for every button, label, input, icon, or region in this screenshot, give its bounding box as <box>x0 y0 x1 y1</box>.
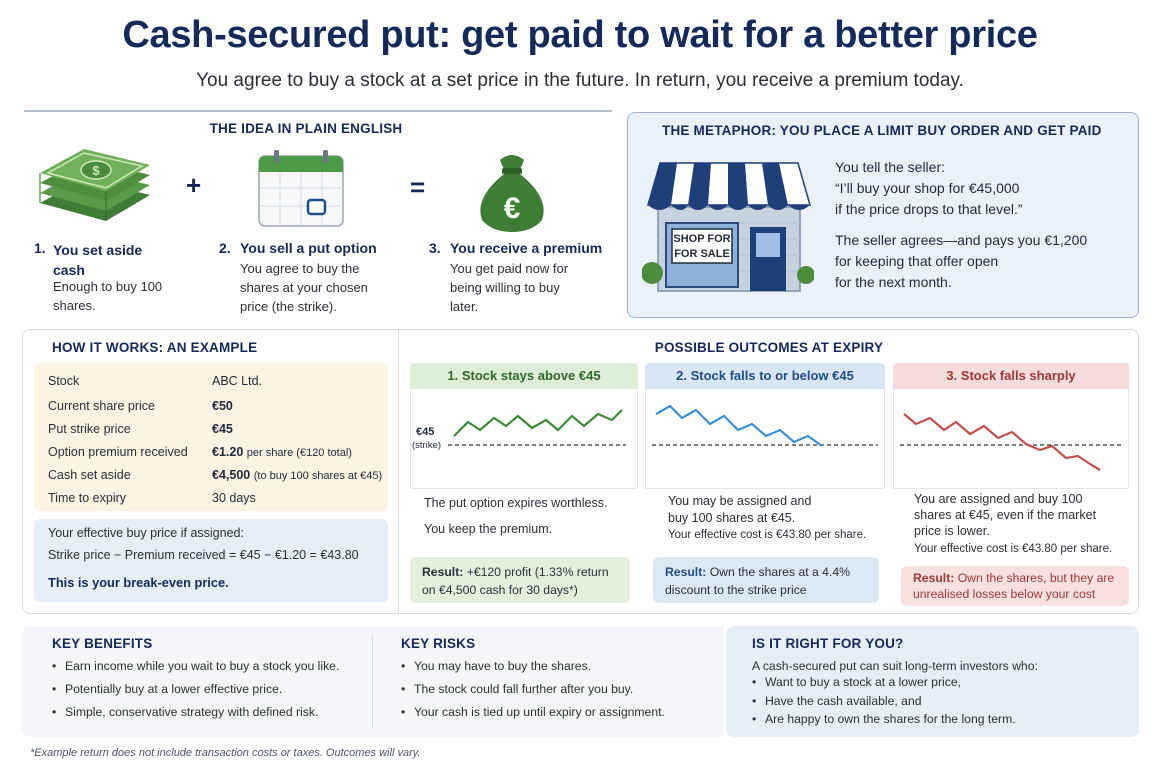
step-2-number: 2. <box>219 240 231 256</box>
metaphor-heading: THE METAPHOR: YOU PLACE A LIMIT BUY ORDE… <box>662 123 1102 138</box>
price-line-up <box>453 409 623 437</box>
benefits-section: KEY BENEFITS Earn income while you wait … <box>52 636 339 724</box>
row-label-strike: Put strike price <box>48 422 131 436</box>
outcome-3-result: Result: Own the shares, but they are unr… <box>901 566 1129 606</box>
breakeven-note: This is your break-even price. <box>48 575 229 590</box>
fit-item: Have the cash available, and <box>752 692 1016 711</box>
fit-item: Want to buy a stock at a lower price, <box>752 673 1016 692</box>
outcome-3-line-4: Your effective cost is €43.80 per share. <box>914 543 1113 555</box>
risk-item: The stock could fall further after you b… <box>401 678 665 701</box>
svg-text:$: $ <box>92 163 100 178</box>
plus-sign: + <box>186 170 202 200</box>
middle-divider <box>398 330 399 613</box>
price-line-down <box>655 404 823 447</box>
equals-sign: = <box>410 172 426 202</box>
fit-box: IS IT RIGHT FOR YOU? A cash-secured put … <box>726 626 1139 737</box>
metaphor-panel: THE METAPHOR: YOU PLACE A LIMIT BUY ORDE… <box>627 112 1139 318</box>
step-1-number: 1. <box>34 240 46 256</box>
row-value-cash: €4,500 (to buy 100 shares at €45) <box>212 468 383 482</box>
row-label-stock: Stock <box>48 374 80 388</box>
outcome-2-line-2: buy 100 shares at €45. <box>668 511 796 525</box>
row-value-premium: €1.20 per share (€120 total) <box>212 445 352 459</box>
outcome-1-chart <box>448 409 626 446</box>
outcome-3-line-1: You are assigned and buy 100 <box>914 492 1083 506</box>
metaphor-line-2: “I’ll buy your shop for €45,000 <box>835 180 1020 196</box>
outcome-2-result: Result: Own the shares at a 4.4% discoun… <box>653 557 879 603</box>
step-1-body: Enough to buy 100 shares. <box>53 279 163 313</box>
fit-intro: A cash-secured put can suit long-term in… <box>752 659 1038 673</box>
footnote: *Example return does not include transac… <box>30 747 421 759</box>
row-value-expiry: 30 days <box>212 491 256 505</box>
risk-item: Your cash is tied up until expiry or ass… <box>401 701 665 724</box>
outcome-1-result: Result: +€120 profit (1.33% return on €4… <box>410 557 630 603</box>
divider <box>24 110 612 112</box>
metaphor-line-3: if the price drops to that level.” <box>835 201 1023 217</box>
step-3-number: 3. <box>429 240 441 256</box>
risks-heading: KEY RISKS <box>401 636 476 651</box>
step-1-title: You set aside cash <box>53 242 143 278</box>
outcome-2-line-1: You may be assigned and <box>668 494 812 508</box>
outcome-3-line-3: price is lower. <box>914 524 990 538</box>
outcome-3-header: 3. Stock falls sharply <box>893 363 1129 389</box>
metaphor-line-6: for the next month. <box>835 274 952 290</box>
example-table: Stock ABC Ltd. Current share price €50 P… <box>34 363 388 511</box>
outcome-1-line-2: You keep the premium. <box>424 522 553 536</box>
svg-text:SHOP FOR: SHOP FOR <box>673 233 730 245</box>
step-2-title: You sell a put option <box>240 240 377 256</box>
fit-item: Are happy to own the shares for the long… <box>752 710 1016 729</box>
step-2-body: You agree to buy the shares at your chos… <box>240 261 368 314</box>
money-bag-icon: € <box>480 155 544 232</box>
example-heading: HOW IT WORKS: AN EXAMPLE <box>52 340 258 355</box>
bottom-divider <box>372 636 373 728</box>
shop-icon: SHOP FOR FOR SALE <box>642 162 814 292</box>
benefit-item: Earn income while you wait to buy a stoc… <box>52 655 339 678</box>
effective-formula: Strike price − Premium received = €45 − … <box>48 548 359 562</box>
strike-label: €45 <box>416 426 435 438</box>
fit-heading: IS IT RIGHT FOR YOU? <box>752 636 904 651</box>
benefit-item: Potentially buy at a lower effective pri… <box>52 678 339 701</box>
metaphor-line-1: You tell the seller: <box>835 159 945 175</box>
risks-section: KEY RISKS You may have to buy the shares… <box>401 636 665 724</box>
outcome-3-line-2: shares at €45, even if the market <box>914 508 1097 522</box>
cash-stack-icon: $ <box>39 149 150 221</box>
row-value-stock: ABC Ltd. <box>212 374 263 388</box>
row-label-cash: Cash set aside <box>48 468 131 482</box>
effective-label: Your effective buy price if assigned: <box>48 526 244 540</box>
outcome-2-chart <box>652 404 878 447</box>
step-3-title: You receive a premium <box>450 240 603 256</box>
outcome-2-header: 2. Stock falls to or below €45 <box>645 363 885 389</box>
step-3-body: You get paid now for being willing to bu… <box>450 261 569 314</box>
strike-sub-label: (strike) <box>412 440 442 451</box>
benefit-item: Simple, conservative strategy with defin… <box>52 701 339 724</box>
benefits-heading: KEY BENEFITS <box>52 636 153 651</box>
risk-item: You may have to buy the shares. <box>401 655 665 678</box>
outcome-3-chart-frame <box>893 389 1129 489</box>
price-line-sharp-fall <box>903 413 1101 471</box>
row-label-premium: Option premium received <box>48 445 188 459</box>
outcomes-heading: POSSIBLE OUTCOMES AT EXPIRY <box>654 340 884 355</box>
outcome-2-line-3: Your effective cost is €43.80 per share. <box>668 529 867 541</box>
calendar-icon <box>258 150 344 227</box>
idea-heading: THE IDEA IN PLAIN ENGLISH <box>209 121 403 136</box>
metaphor-line-5: for keeping that offer open <box>835 253 999 269</box>
outcome-1-chart-frame <box>410 389 638 489</box>
page-title: Cash-secured put: get paid to wait for a… <box>122 14 1038 56</box>
row-label-current-price: Current share price <box>48 399 155 413</box>
page-subtitle: You agree to buy a stock at a set price … <box>196 70 964 91</box>
row-value-strike: €45 <box>212 422 233 436</box>
outcome-2-chart-frame <box>645 389 885 489</box>
euro-symbol: € <box>504 192 521 225</box>
svg-text:FOR SALE: FOR SALE <box>674 248 730 260</box>
outcome-1-header: 1. Stock stays above €45 <box>410 363 638 389</box>
metaphor-line-4: The seller agrees—and pays you €1,200 <box>835 232 1088 248</box>
row-value-current-price: €50 <box>212 399 233 413</box>
row-label-expiry: Time to expiry <box>48 491 127 505</box>
outcome-3-chart <box>900 413 1122 471</box>
breakeven-box: Your effective buy price if assigned: St… <box>34 519 388 602</box>
outcome-1-line-1: The put option expires worthless. <box>424 496 608 510</box>
